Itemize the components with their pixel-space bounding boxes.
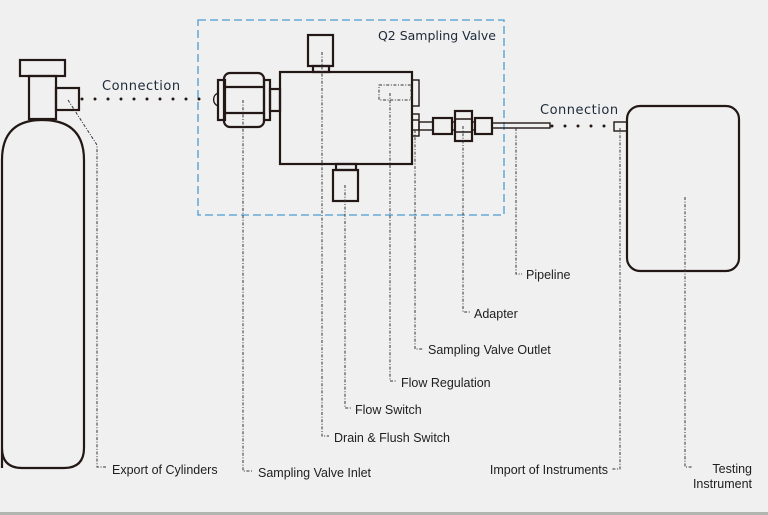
drain-knob-cap (306, 33, 335, 68)
leader-sampling-valve-inlet (242, 100, 252, 472)
testing-instrument (613, 104, 741, 273)
drain-knob-stem (311, 64, 331, 74)
label-sampling-valve-outlet: Sampling Valve Outlet (428, 343, 551, 357)
label-drain-flush-switch: Drain & Flush Switch (334, 431, 450, 445)
leader-adapter (462, 126, 470, 313)
leader-import-of-instruments (612, 128, 621, 470)
outlet-tube (418, 121, 434, 131)
label-sampling-valve-inlet: Sampling Valve Inlet (258, 466, 372, 480)
label-adapter: Adapter (474, 307, 518, 321)
flow-regulation-internal (378, 84, 412, 101)
cylinder-export-port (54, 86, 81, 112)
inlet-nut (222, 71, 266, 129)
sampling-valve-title: Q2 Sampling Valve (378, 28, 496, 43)
label-testing-instrument-line1: Testing (712, 462, 752, 476)
label-export-of-cylinders: Export of Cylinders (112, 463, 218, 477)
inlet-dome (212, 92, 219, 107)
leader-flow-regulation (389, 93, 397, 382)
sampling-valve-inlet-fitting (212, 71, 282, 129)
pipeline (491, 122, 551, 129)
sampling-valve-boundary (197, 19, 505, 216)
drain-flush-switch-knob (306, 33, 335, 74)
flow-switch-knob (331, 162, 360, 203)
label-import-of-instruments: Import of Instruments (490, 463, 608, 477)
left-connection-label: Connection (102, 79, 181, 94)
bottom-edge-strip (0, 512, 768, 515)
cylinder-neck (27, 74, 58, 121)
leader-export-of-cylinders (67, 99, 106, 468)
adapter-nut-left (431, 116, 454, 136)
label-flow-regulation: Flow Regulation (401, 376, 491, 390)
leader-testing-instrument (684, 197, 693, 468)
gas-cylinder (0, 58, 86, 470)
leader-drain-flush-switch (321, 52, 329, 437)
inlet-stem (268, 87, 282, 113)
adapter-nut-right (473, 116, 494, 136)
leader-pipeline (515, 128, 522, 275)
leader-sampling-valve-outlet (414, 130, 423, 350)
instrument-body (625, 104, 741, 273)
cylinder-cap (18, 58, 67, 78)
flow-regulation-tab (411, 79, 420, 107)
right-connection-label: Connection (540, 103, 619, 118)
label-testing-instrument-line2: Instrument (693, 477, 753, 491)
label-flow-switch: Flow Switch (355, 403, 422, 417)
leader-flow-switch (344, 185, 351, 409)
label-pipeline: Pipeline (526, 268, 571, 282)
cylinder-body (0, 118, 86, 470)
valve-body (278, 70, 414, 166)
